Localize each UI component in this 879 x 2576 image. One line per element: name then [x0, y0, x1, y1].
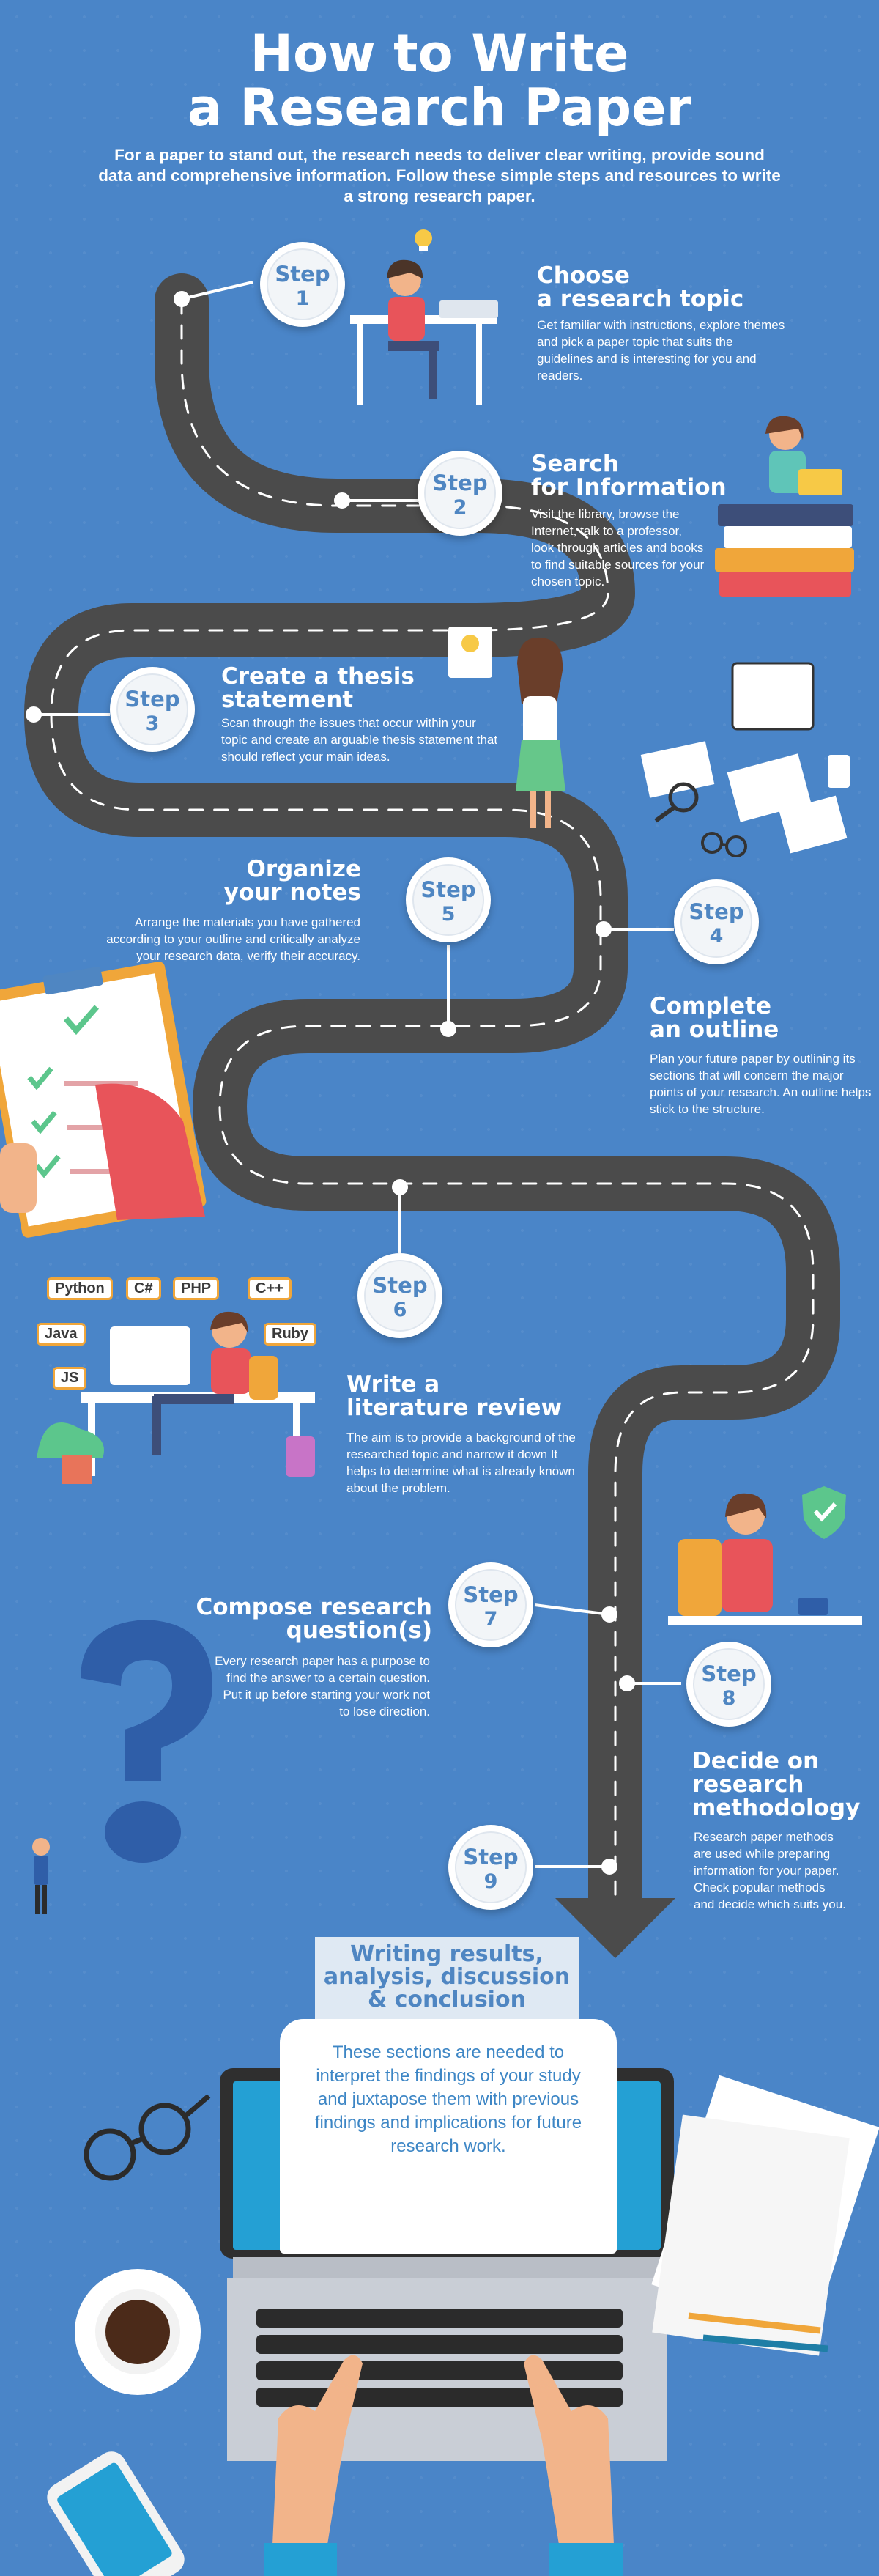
glasses-icon: [701, 832, 747, 857]
language-tag-js: JS: [53, 1367, 87, 1390]
road-arrow-head: [555, 1898, 675, 1958]
question-mark-icon: [32, 1620, 212, 1914]
lightbulb-icon: [415, 229, 432, 251]
step-5-text: Arrange the materials you have gathered …: [106, 915, 360, 963]
step-badge-9: Step 9: [448, 1825, 533, 1910]
language-tag-csharp: C#: [126, 1277, 161, 1300]
language-tag-java: Java: [37, 1323, 86, 1346]
step-badge-4: Step 4: [674, 879, 759, 964]
glasses-icon: [84, 2094, 211, 2181]
title-line-2: a Research Paper: [187, 78, 692, 138]
step-badge-8: Step 8: [686, 1642, 771, 1727]
language-tag-ruby: Ruby: [264, 1323, 316, 1346]
page-title: How to Write a Research Paper: [0, 26, 879, 135]
documents-illustration: [640, 662, 850, 854]
step-badge-7: Step 7: [448, 1562, 533, 1647]
results-text: These sections are needed to interpret t…: [314, 2042, 582, 2156]
language-tag-cpp: C++: [248, 1277, 292, 1300]
language-tag-python: Python: [47, 1277, 113, 1300]
intro-text: For a paper to stand out, the research n…: [98, 146, 781, 205]
results-heading: Writing results, analysis, discussion & …: [315, 1937, 579, 2019]
coffee-cup-icon: [75, 2269, 201, 2395]
programmer-illustration: [37, 1311, 315, 1484]
shield-check-icon: [802, 1486, 846, 1539]
analyst-illustration: [668, 1493, 862, 1625]
step-badge-1: Step 1: [260, 242, 345, 327]
step-badge-3: Step 3: [110, 667, 195, 752]
desk-worker-illustration: [350, 259, 498, 405]
clipboard-icon: [0, 962, 207, 1238]
language-tag-php: PHP: [173, 1277, 220, 1300]
step-badge-2: Step 2: [418, 451, 502, 536]
step-1-text: Get familiar with instructions, explore …: [537, 318, 785, 383]
step-3-text: Scan through the issues that occur withi…: [221, 716, 498, 764]
book-stack-icon: [715, 416, 854, 597]
step-badge-6: Step 6: [357, 1253, 442, 1338]
step-6-text: The aim is to provide a background of th…: [346, 1431, 576, 1495]
step-7-text: Every research paper has a purpose to fi…: [215, 1654, 430, 1719]
step-badge-5: Step 5: [406, 857, 491, 942]
title-line-1: How to Write: [250, 23, 629, 84]
step-4-text: Plan your future paper by outlining its …: [650, 1052, 872, 1116]
step-2-text: Visit the library, browse the Internet, …: [531, 507, 705, 588]
woman-with-document-illustration: [448, 627, 565, 828]
step-8-text: Research paper methods are used while pr…: [694, 1830, 846, 1911]
results-card: These sections are needed to interpret t…: [280, 2019, 617, 2254]
phone-icon: [47, 2451, 185, 2576]
paper-sheets-illustration: [651, 2075, 879, 2356]
